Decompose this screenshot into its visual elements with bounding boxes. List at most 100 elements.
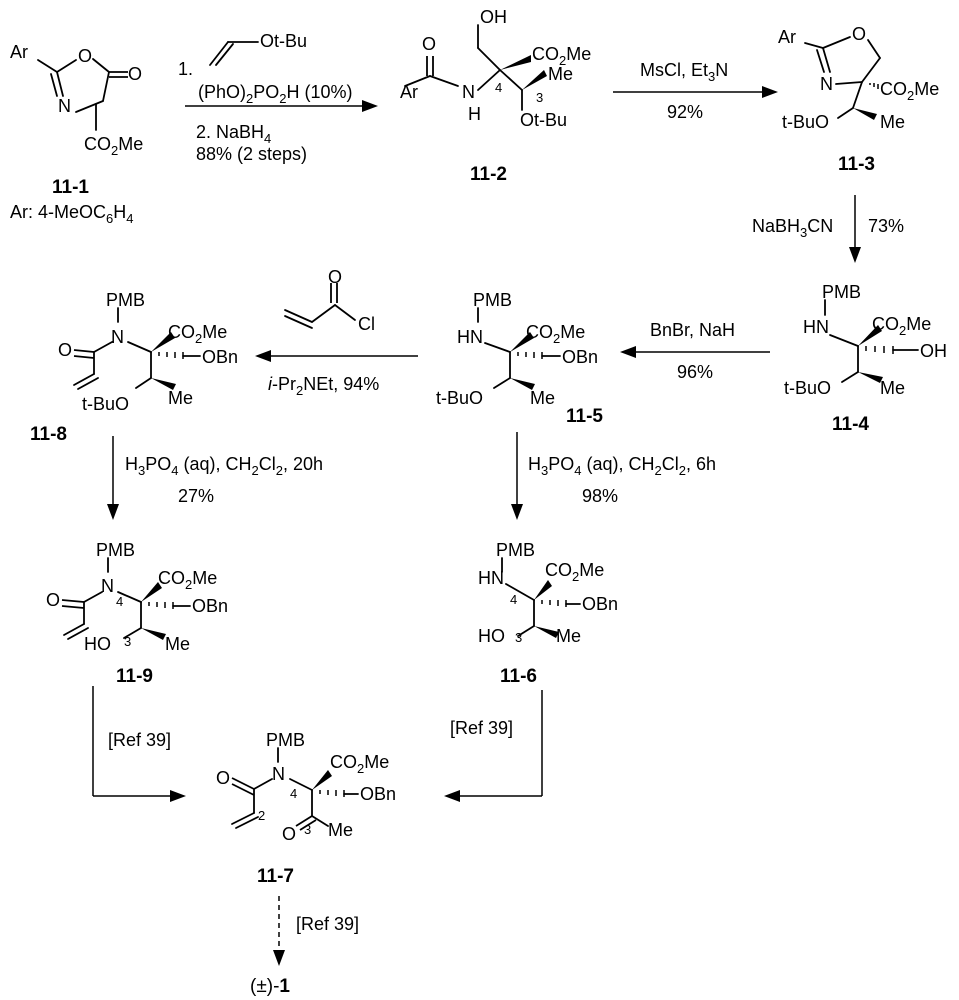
ester-group: CO2Me [526, 322, 585, 346]
methyl: Me [328, 820, 353, 840]
ring-oxygen: O [852, 24, 866, 44]
locant-c2: 2 [258, 808, 265, 823]
reductant: 2. NaBH4 [196, 122, 271, 146]
hydroxyl: OH [920, 341, 947, 361]
step-1: 1. Ot-Bu (PhO)2PO2H (10%) 2. NaBH4 88% (… [178, 31, 378, 164]
compound-11-1: Ar O O N CO2Me 11-1 Ar: 4-MeOC6H4 [10, 42, 143, 226]
compound-label: 11-9 [116, 666, 153, 687]
locant-c3: 3 [536, 90, 543, 105]
step-9: [Ref 39] [92, 686, 186, 802]
compound-label: 11-6 [500, 666, 537, 687]
methyl: Me [880, 112, 905, 132]
amide-nitrogen: N [111, 327, 124, 347]
step-yield: 88% (2 steps) [196, 144, 307, 164]
tert-butoxy: t-BuO [436, 388, 483, 408]
tert-butoxy: t-BuO [782, 112, 829, 132]
ester-group: CO2Me [168, 322, 227, 346]
locant-c4: 4 [290, 786, 297, 801]
ar-substituent: Ar [400, 82, 418, 102]
step-reagent: [Ref 39] [108, 730, 171, 750]
methyl: Me [880, 378, 905, 398]
hydroxyl: OH [480, 7, 507, 27]
methyl: Me [556, 626, 581, 646]
pmb-group: PMB [473, 290, 512, 310]
ring-oxygen: O [78, 46, 92, 66]
step-5: O Cl i-Pr2NEt, 94% [255, 267, 418, 398]
compound-11-2: OH O Ar N H CO2Me Me Ot-Bu 4 3 11-2 [400, 7, 591, 185]
compound-11-3: Ar O N CO2Me Me t-BuO 11-3 [778, 24, 939, 175]
hydroxyl: HO [84, 634, 111, 654]
locant-c4: 4 [495, 80, 502, 95]
racemic-prefix: (±)- [250, 976, 279, 997]
pmb-group: PMB [96, 540, 135, 560]
locant-c3: 3 [515, 630, 522, 645]
benzyloxy: OBn [582, 594, 618, 614]
ester-group: CO2Me [872, 314, 931, 338]
amide-nitrogen: N [462, 82, 475, 102]
step-reagent: MsCl, Et3N [640, 60, 728, 84]
step-reagent: [Ref 39] [450, 718, 513, 738]
target-compound: (±)-1 [250, 976, 290, 997]
amide-oxygen: O [422, 34, 436, 54]
compound-label: 11-5 [566, 406, 603, 427]
hydroxyl: HO [478, 626, 505, 646]
benzyloxy: OBn [202, 347, 238, 367]
ar-substituent: Ar [778, 27, 796, 47]
compound-11-6: PMB HN CO2Me OBn Me HO 4 3 11-6 [478, 540, 618, 687]
tert-butoxy: t-BuO [784, 378, 831, 398]
locant-c4: 4 [510, 592, 517, 607]
step-yield: 92% [667, 102, 703, 122]
ketone-oxygen: O [282, 824, 296, 844]
step-8: [Ref 39] [444, 690, 543, 802]
step-4: BnBr, NaH 96% [620, 320, 770, 382]
amine-nh: HN [478, 568, 504, 588]
carbonyl-oxygen: O [128, 64, 142, 84]
target-number: 1 [279, 976, 290, 997]
step-reagent: H3PO4 (aq), CH2Cl2, 20h [125, 454, 323, 478]
step-number: 1. [178, 59, 193, 79]
compound-11-7: PMB N O CO2Me OBn Me O 4 3 2 11-7 [216, 730, 396, 887]
nh-hydrogen: H [468, 104, 481, 124]
compound-label: 11-4 [832, 414, 869, 435]
step-10: [Ref 39] [273, 896, 359, 966]
amide-oxygen: O [216, 768, 230, 788]
compound-label: 11-7 [257, 866, 294, 887]
step-2: MsCl, Et3N 92% [613, 60, 778, 122]
methyl: Me [165, 634, 190, 654]
amide-oxygen: O [46, 590, 60, 610]
step-yield: 27% [178, 486, 214, 506]
pmb-group: PMB [266, 730, 305, 750]
benzyloxy: OBn [562, 347, 598, 367]
amide-oxygen: O [58, 340, 72, 360]
ester-group: CO2Me [330, 752, 389, 776]
compound-11-5: PMB HN CO2Me OBn Me t-BuO 11-5 [436, 290, 603, 427]
catalyst: (PhO)2PO2H (10%) [198, 82, 353, 106]
ester-group: CO2Me [880, 79, 939, 103]
amide-nitrogen: N [101, 576, 114, 596]
ring-nitrogen: N [58, 96, 71, 116]
methyl: Me [168, 388, 193, 408]
ester-group: CO2Me [545, 560, 604, 584]
step-3: NaBH3CN 73% [752, 195, 904, 263]
compound-label: 11-8 [30, 424, 67, 445]
locant-c3: 3 [124, 634, 131, 649]
step-reagent: H3PO4 (aq), CH2Cl2, 6h [528, 454, 716, 478]
ester-group: CO2Me [158, 568, 217, 592]
pmb-group: PMB [496, 540, 535, 560]
compound-11-9: PMB N O CO2Me OBn Me HO 4 3 11-9 [46, 540, 228, 687]
benzyloxy: OBn [192, 596, 228, 616]
amide-nitrogen: N [272, 764, 285, 784]
benzyloxy: OBn [360, 784, 396, 804]
step-reagent: [Ref 39] [296, 914, 359, 934]
compound-label: 11-3 [838, 154, 875, 175]
vinyl-ether-group: Ot-Bu [260, 31, 307, 51]
aryl-definition: Ar: 4-MeOC6H4 [10, 202, 133, 226]
step-yield: 98% [582, 486, 618, 506]
step-reagent: i-Pr2NEt, 94% [268, 374, 379, 398]
step-reagent: NaBH3CN [752, 216, 833, 240]
tert-butoxy: t-BuO [82, 394, 129, 414]
ar-substituent: Ar [10, 42, 28, 62]
step-yield: 96% [677, 362, 713, 382]
target-label: (±)-1 [250, 976, 290, 997]
